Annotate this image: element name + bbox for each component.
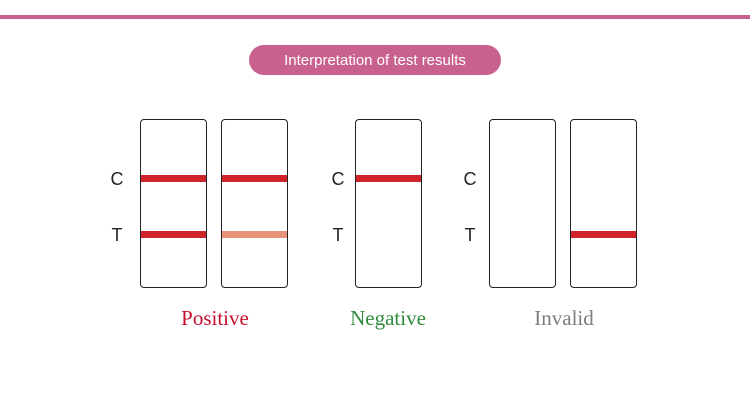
test-strip-invalid-test-only bbox=[570, 119, 637, 288]
test-strip-invalid-blank bbox=[489, 119, 556, 288]
test-line-label: T bbox=[332, 225, 344, 245]
faint-test-band bbox=[222, 231, 287, 238]
test-strip-positive-weak bbox=[221, 119, 288, 288]
control-band bbox=[141, 175, 206, 182]
control-line-label: C bbox=[331, 169, 345, 189]
top-divider bbox=[0, 15, 750, 19]
test-strip-positive-strong bbox=[140, 119, 207, 288]
positive-result-label: Positive bbox=[181, 306, 249, 330]
control-band bbox=[222, 175, 287, 182]
invalid-result-label: Invalid bbox=[534, 306, 594, 330]
negative-result-label: Negative bbox=[350, 306, 426, 330]
test-line-label: T bbox=[111, 225, 123, 245]
test-band bbox=[571, 231, 636, 238]
test-band bbox=[141, 231, 206, 238]
section-title-text: Interpretation of test results bbox=[284, 51, 466, 69]
section-title: Interpretation of test results bbox=[249, 45, 501, 75]
control-line-label: C bbox=[463, 169, 477, 189]
test-strip-negative bbox=[355, 119, 422, 288]
control-line-label: C bbox=[110, 169, 124, 189]
control-band bbox=[356, 175, 421, 182]
test-line-label: T bbox=[464, 225, 476, 245]
